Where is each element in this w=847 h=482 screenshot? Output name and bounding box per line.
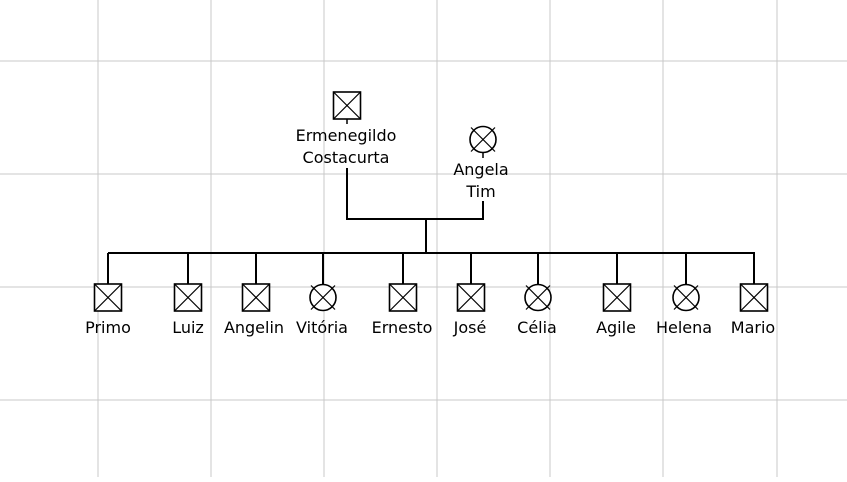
- marriage-line: [346, 168, 484, 220]
- person-primo[interactable]: Primo: [85, 283, 131, 337]
- female-deceased-icon: [672, 283, 700, 312]
- person-name: Luiz: [172, 318, 204, 337]
- female-deceased-icon: [469, 125, 497, 154]
- male-deceased-icon: [456, 283, 486, 312]
- person-ernesto[interactable]: Ernesto: [372, 283, 433, 337]
- person-name: Vitória: [296, 318, 348, 337]
- male-deceased-icon: [173, 283, 203, 312]
- male-deceased-icon: [388, 283, 418, 312]
- person-name: José: [453, 318, 487, 337]
- child-drop-lines: [107, 253, 755, 284]
- female-deceased-icon: [309, 283, 337, 312]
- male-deceased-icon: [241, 283, 271, 312]
- person-name-line-1: Angela: [453, 160, 508, 179]
- male-deceased-icon: [602, 283, 632, 312]
- person-luiz[interactable]: Luiz: [172, 283, 204, 337]
- person-name-line-1: Ermenegildo: [296, 126, 397, 145]
- person-vitoria[interactable]: Vitória: [296, 283, 348, 338]
- person-name: Primo: [85, 318, 131, 337]
- person-mario[interactable]: Mario: [731, 283, 775, 337]
- person-name-line-2: Costacurta: [303, 148, 390, 167]
- person-name: Ernesto: [372, 318, 433, 337]
- person-name: Célia: [517, 318, 557, 337]
- person-angelin[interactable]: Angelin: [224, 283, 284, 337]
- male-deceased-icon: [739, 283, 769, 312]
- person-name: Helena: [656, 318, 712, 337]
- person-angela-tim[interactable]: Angela Tim: [453, 125, 509, 202]
- person-ermenegildo-costacurta[interactable]: Ermenegildo Costacurta: [296, 91, 397, 167]
- male-deceased-icon: [93, 283, 123, 312]
- person-jose[interactable]: José: [453, 283, 487, 337]
- male-deceased-icon: [332, 91, 362, 120]
- person-name-line-2: Tim: [465, 182, 495, 201]
- person-agile[interactable]: Agile: [596, 283, 636, 337]
- children-row: Primo Luiz Angelin Vitória Ernesto José Célia A…: [85, 283, 775, 338]
- person-name: Mario: [731, 318, 775, 337]
- connector-lines: [107, 168, 755, 284]
- person-helena[interactable]: Helena: [656, 283, 712, 338]
- person-name: Angelin: [224, 318, 284, 337]
- person-name: Agile: [596, 318, 636, 337]
- person-celia[interactable]: Célia: [517, 283, 557, 338]
- female-deceased-icon: [524, 283, 552, 312]
